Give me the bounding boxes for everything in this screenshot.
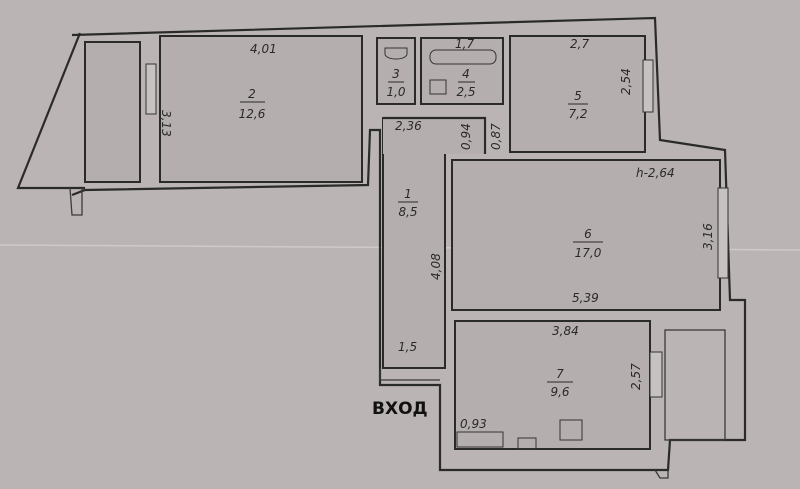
room-2: 4,01 3,13 2 12,6 (145, 35, 363, 183)
bathtub-icon (429, 49, 497, 65)
room-4-area: 2,5 (456, 85, 475, 99)
room-5-number: 5 (574, 89, 582, 103)
window (145, 63, 157, 115)
window (642, 59, 654, 113)
entrance: ВХОД (372, 368, 440, 419)
room-6-height: 3,16 (701, 223, 715, 250)
room-1-area: 8,5 (398, 205, 417, 219)
room-7-area: 9,6 (550, 385, 569, 399)
room-6-width: 5,39 (572, 291, 599, 305)
room-1-number: 1 (404, 187, 412, 201)
room-4-width: 1,7 (455, 37, 474, 51)
sink-icon (429, 79, 447, 95)
entrance-label: ВХОД (372, 399, 428, 419)
room-7-width: 3,84 (552, 324, 579, 338)
room-3-wc: 3 1,0 (376, 37, 416, 105)
room-3-number: 3 (392, 67, 400, 81)
hall-width: 2,36 (395, 119, 422, 133)
counter (456, 431, 504, 448)
room-5-width: 2,7 (570, 37, 589, 51)
window (717, 187, 729, 279)
corridor-dim-a: 0,94 (459, 123, 473, 150)
toilet-icon (384, 47, 408, 60)
ceiling-height: h-2,64 (636, 166, 675, 180)
room-4-number: 4 (462, 67, 470, 81)
sink-icon (517, 437, 537, 450)
room-1-hall: 2,36 0,94 0,87 1 8,5 4,08 1,5 (382, 116, 503, 369)
room-4-bath: 1,7 4 2,5 (420, 37, 504, 105)
room-7-height: 2,57 (629, 363, 643, 390)
room-7-kitchen: 3,84 2,57 7 9,6 0,93 (454, 320, 663, 450)
outer-walls (16, 16, 747, 479)
room-6: h-2,64 3,16 6 17,0 5,39 (451, 159, 729, 311)
room-3-area: 1,0 (386, 85, 405, 99)
counter-width: 0,93 (460, 417, 487, 431)
room-7-number: 7 (556, 367, 564, 381)
room-2-width: 4,01 (250, 42, 277, 56)
room-5-height: 2,54 (619, 68, 633, 95)
window (649, 351, 663, 398)
room-1-bottom-dim: 1,5 (398, 340, 417, 354)
room-5: 2,7 2,54 5 7,2 (509, 35, 654, 153)
room-6-area: 17,0 (575, 246, 602, 260)
room-6-number: 6 (584, 227, 592, 241)
room-2-number: 2 (248, 87, 256, 101)
room-balcony-left (84, 41, 141, 183)
room-2-height: 3,13 (159, 110, 173, 137)
corridor-dim-b: 0,87 (489, 123, 503, 150)
room-2-area: 12,6 (239, 107, 266, 121)
room-5-area: 7,2 (568, 107, 587, 121)
room-1-height: 4,08 (429, 253, 443, 280)
stove-icon (559, 419, 583, 441)
